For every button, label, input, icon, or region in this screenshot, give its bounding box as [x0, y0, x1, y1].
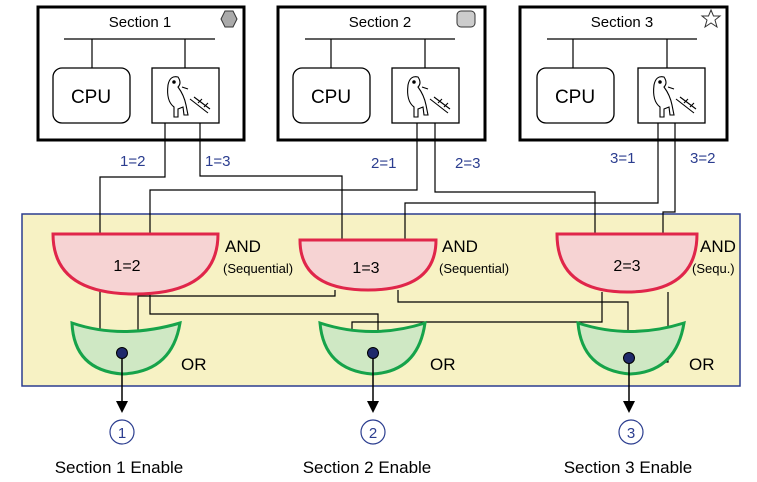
- or-gate-label: OR: [181, 355, 207, 374]
- cpu-label: CPU: [311, 87, 351, 108]
- and-gate-label: 1=2: [113, 258, 140, 275]
- and-gate-type: AND: [700, 237, 736, 256]
- star-icon: [700, 8, 722, 29]
- or-junction-node: [116, 347, 128, 359]
- watchdog-dog-icon: [167, 76, 211, 118]
- watchdog-box: [151, 67, 220, 124]
- or-junction-node: [623, 352, 635, 364]
- cpu-label: CPU: [555, 87, 595, 108]
- output-label: Section 1 Enable: [55, 458, 184, 477]
- or-gate-label: OR: [430, 355, 456, 374]
- output-number: 1: [118, 425, 126, 442]
- or-gate-2: OR: [318, 320, 456, 376]
- watchdog-box: [391, 67, 460, 124]
- link-label: 2=3: [455, 155, 480, 172]
- link-label: 2=1: [371, 155, 396, 172]
- cpu-box: [52, 67, 131, 124]
- output-arrows: [116, 358, 635, 413]
- and-gate-mode: (Sequential): [439, 261, 509, 276]
- section-1-box: Section 1 CPU: [36, 5, 246, 142]
- rounded-square-icon: [456, 10, 476, 28]
- cpu-box: [292, 67, 371, 124]
- hexagon-icon: [220, 10, 238, 28]
- or-gate-3: OR: [576, 320, 715, 376]
- output-label: Section 3 Enable: [564, 458, 693, 477]
- or-gate-1: OR: [70, 320, 207, 376]
- interlock-wires: [99, 123, 676, 240]
- and-gate-mode: (Sequ.): [692, 261, 735, 276]
- and-gate-type: AND: [225, 237, 261, 256]
- and-gate-mode: (Sequential): [223, 261, 293, 276]
- cpu-label: CPU: [71, 87, 111, 108]
- section-3-title: Section 3: [591, 14, 654, 31]
- output-3-marker: 3: [618, 419, 644, 445]
- section-3-box: Section 3 CPU: [518, 5, 729, 142]
- watchdog-box: [637, 67, 706, 124]
- watchdog-dog-icon: [653, 76, 697, 118]
- section-2-title: Section 2: [349, 14, 412, 31]
- cpu-box: [536, 67, 615, 124]
- output-label: Section 2 Enable: [303, 458, 432, 477]
- output-1-marker: 1: [109, 419, 135, 445]
- link-label: 1=3: [205, 153, 230, 170]
- or-gate-label: OR: [689, 355, 715, 374]
- and-gate-3: 2=3 AND (Sequ.): [555, 232, 736, 294]
- link-label: 1=2: [120, 153, 145, 170]
- watchdog-dog-icon: [407, 76, 451, 118]
- and-gate-1: 1=2 AND (Sequential): [51, 232, 293, 296]
- section-2-box: Section 2 CPU: [276, 5, 487, 142]
- and-gate-type: AND: [442, 237, 478, 256]
- output-number: 3: [627, 425, 635, 442]
- and-gate-label: 2=3: [613, 258, 640, 275]
- link-label: 3=2: [690, 150, 715, 167]
- output-2-marker: 2: [360, 419, 386, 445]
- link-label: 3=1: [610, 150, 635, 167]
- and-gate-label: 1=3: [352, 260, 379, 277]
- section-1-title: Section 1: [109, 14, 172, 31]
- or-junction-node: [367, 347, 379, 359]
- and-gate-2: 1=3 AND (Sequential): [298, 237, 509, 292]
- output-number: 2: [369, 425, 377, 442]
